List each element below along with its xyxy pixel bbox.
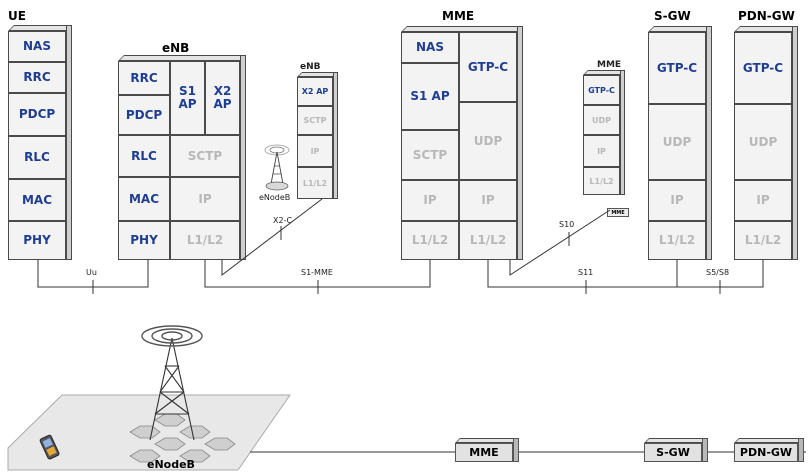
topology-pdngw-box-side (798, 438, 804, 462)
topology-sgw-box-side (702, 438, 708, 462)
topology-enodeb-label: eNodeB (147, 458, 195, 471)
topology-mme-label: MME (455, 443, 513, 462)
topology-sgw-label: S-GW (644, 443, 702, 462)
radio-waves (142, 326, 202, 346)
topology-pdngw-label: PDN-GW (734, 443, 798, 462)
topology-mme-box-side (513, 438, 519, 462)
